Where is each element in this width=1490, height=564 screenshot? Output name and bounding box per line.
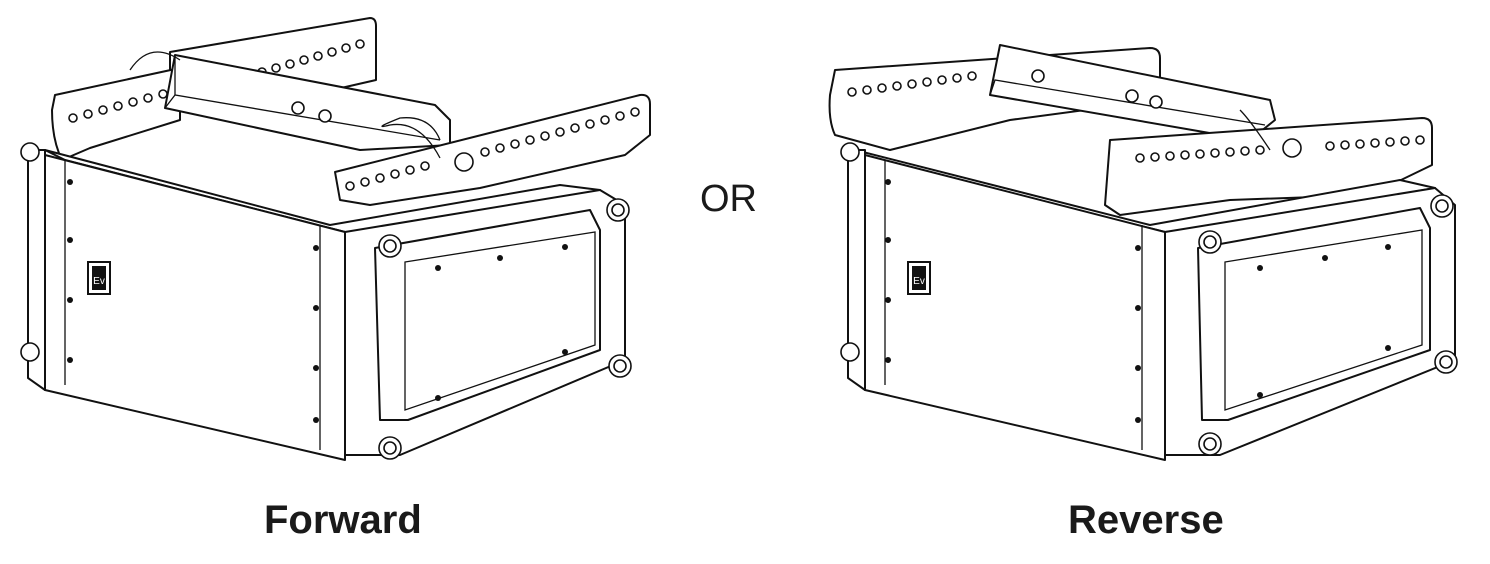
- rigging-holes-left: [68, 89, 168, 123]
- grille-screws: [1257, 244, 1391, 398]
- cabinet-side-panel: [44, 154, 346, 461]
- forward-rigging-illustration: Ev: [0, 0, 660, 480]
- svg-text:Ev: Ev: [93, 276, 105, 287]
- rigging-holes-front: [345, 107, 640, 191]
- or-separator: OR: [700, 178, 757, 220]
- grille-screws: [435, 244, 568, 401]
- side-screws: [885, 179, 1141, 423]
- front-grille-frame: [1197, 207, 1431, 421]
- corner-knobs: [20, 142, 632, 460]
- quick-release-pin: [1282, 138, 1302, 158]
- side-screws: [67, 179, 319, 423]
- front-grille-frame: [374, 209, 601, 421]
- forward-caption: Forward: [264, 498, 422, 542]
- rigging-bar-front: [334, 93, 651, 206]
- reverse-speaker-drawing: Ev: [828, 44, 1458, 461]
- rigging-holes-left: [847, 71, 977, 97]
- reverse-caption: Reverse: [1068, 498, 1224, 542]
- reverse-rigging-illustration: Ev: [810, 0, 1490, 480]
- rigging-holes-front: [1135, 135, 1425, 163]
- forward-speaker-drawing: Ev: [20, 17, 651, 461]
- rigging-bar-left: [51, 67, 181, 161]
- svg-text:Ev: Ev: [913, 276, 925, 287]
- ev-logo: Ev: [907, 261, 931, 295]
- corner-knobs: [840, 142, 1458, 456]
- ev-logo: Ev: [87, 261, 111, 295]
- quick-release-pin: [454, 152, 474, 172]
